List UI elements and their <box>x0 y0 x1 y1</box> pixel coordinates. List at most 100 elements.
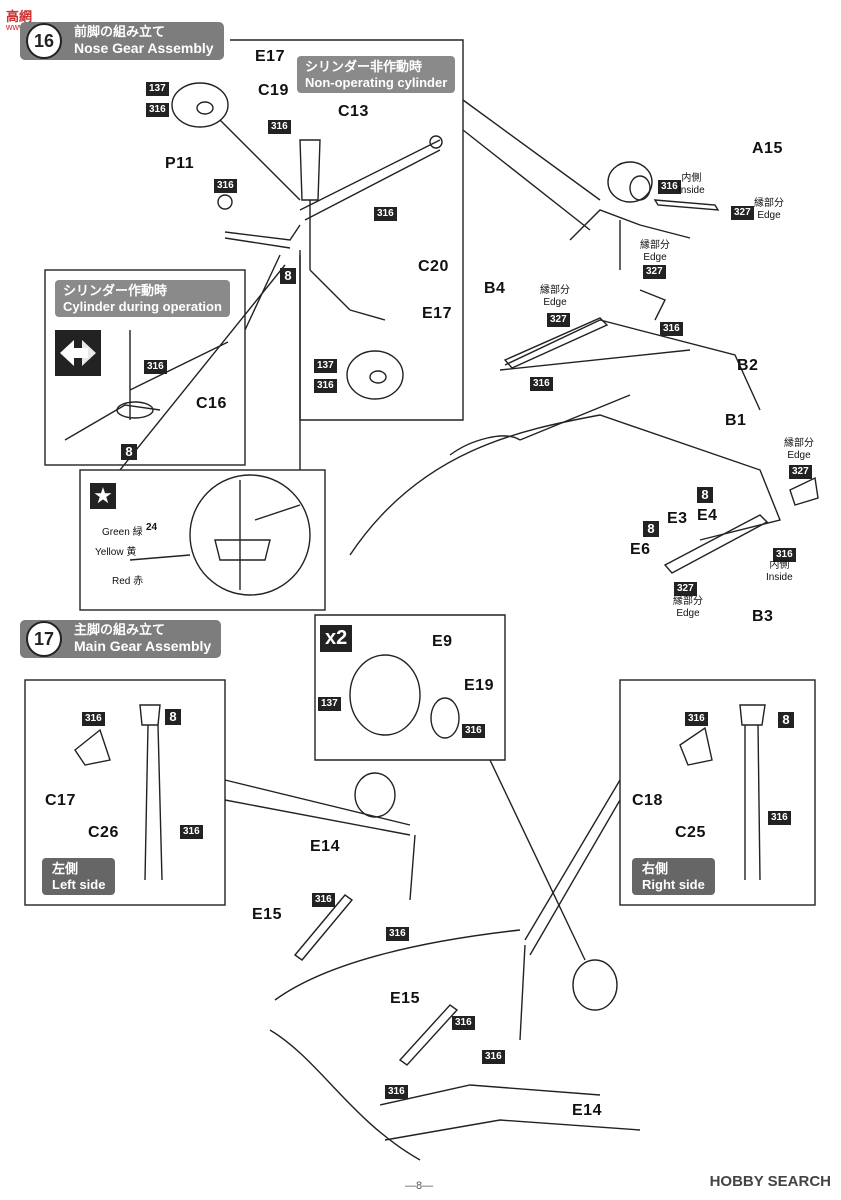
note-edge-b4-jp: 縁部分 <box>540 285 570 296</box>
part-c25: C25 <box>675 824 706 841</box>
paint-316-well: 316 <box>385 1085 408 1099</box>
paint-316-e15-upper: 316 <box>312 893 335 907</box>
paint-327-b4: 327 <box>547 313 570 327</box>
operating-label: シリンダー作動時 Cylinder during operation <box>55 280 230 318</box>
note-inside-a15-en: Inside <box>678 184 705 196</box>
note-edge-b2-en: Edge <box>643 251 667 263</box>
non-operating-label: シリンダー非作動時 Non-operating cylinder <box>297 56 456 94</box>
paint-316-wheel-bottom: 316 <box>314 379 337 393</box>
part-e6: E6 <box>630 541 651 558</box>
part-b4: B4 <box>484 280 506 297</box>
part-c17: C17 <box>45 792 76 809</box>
paint-316-c26: 316 <box>180 825 203 839</box>
part-e15-upper: E15 <box>252 906 282 923</box>
color-red-label: Red 赤 <box>112 576 144 587</box>
page-number: —8— <box>405 1180 434 1192</box>
part-e14-lower: E14 <box>572 1102 602 1119</box>
part-p11: P11 <box>165 155 195 172</box>
paint-316-p11: 316 <box>214 179 237 193</box>
paint-316-b3: 316 <box>773 548 796 562</box>
paint-316-a15: 316 <box>658 180 681 194</box>
note-edge-b2-jp: 縁部分 <box>640 240 670 251</box>
note-edge-a15: 縁部分 Edge <box>754 198 784 221</box>
part-c26: C26 <box>88 824 119 841</box>
right-side-label: 右側 Right side <box>632 858 715 896</box>
note-edge-b1: 縁部分 Edge <box>784 438 814 461</box>
paint-316-e15-lower: 316 <box>452 1016 475 1030</box>
step-16-title-jp: 前脚の組み立て <box>74 24 166 39</box>
paint-316-b2: 316 <box>660 322 683 336</box>
note-edge-b3-en: Edge <box>676 607 700 619</box>
operating-en: Cylinder during operation <box>63 298 222 314</box>
note-inside-b3-jp: 内側 <box>769 560 790 571</box>
step-16-number: 16 <box>26 23 62 60</box>
paint-316-c19: 316 <box>268 120 291 134</box>
part-b2: B2 <box>737 357 759 374</box>
paint-8-op: 8 <box>121 444 137 460</box>
paint-316-op: 316 <box>144 360 167 374</box>
left-side-label: 左側 Left side <box>42 858 116 896</box>
note-edge-b2: 縁部分 Edge <box>640 240 670 263</box>
step-17-header: 17 主脚の組み立て Main Gear Assembly <box>20 620 222 659</box>
site-logo: 高網 <box>6 9 33 24</box>
paint-327-b3: 327 <box>674 582 697 596</box>
part-c13: C13 <box>338 103 369 120</box>
note-edge-b1-jp: 縁部分 <box>784 438 814 449</box>
note-edge-b4: 縁部分 Edge <box>540 285 570 308</box>
paint-137-top: 137 <box>146 82 169 96</box>
operating-jp: シリンダー作動時 <box>63 283 168 298</box>
part-b1: B1 <box>725 412 747 429</box>
part-c19: C19 <box>258 82 289 99</box>
quantity-x2: x2 <box>320 625 353 652</box>
paint-8-strut: 8 <box>280 268 296 284</box>
part-e14-upper: E14 <box>310 838 340 855</box>
part-e19: E19 <box>464 677 494 694</box>
paint-8-c26: 8 <box>165 709 181 725</box>
left-side-en: Left side <box>52 876 106 892</box>
paint-316-e14-lower-strut: 316 <box>482 1050 505 1064</box>
step-17-title-jp: 主脚の組み立て <box>74 622 166 637</box>
paint-327-b1: 327 <box>789 465 812 479</box>
part-c18: C18 <box>632 792 663 809</box>
note-edge-b3-jp: 縁部分 <box>673 596 703 607</box>
left-side-jp: 左側 <box>52 861 79 876</box>
note-edge-a15-en: Edge <box>757 209 781 221</box>
right-side-en: Right side <box>642 876 705 892</box>
paint-137-e9: 137 <box>318 697 341 711</box>
paint-327-b2: 327 <box>643 265 666 279</box>
paint-316-strut: 316 <box>374 207 397 221</box>
paint-316-c18: 316 <box>685 712 708 726</box>
hobby-search-logo: HOBBY SEARCH <box>709 1173 831 1190</box>
paint-8-e6: 8 <box>643 521 659 537</box>
note-inside-b3: 内側 Inside <box>766 560 793 583</box>
note-inside-b3-en: Inside <box>766 571 793 583</box>
part-c20: C20 <box>418 258 449 275</box>
part-a15: A15 <box>752 140 783 157</box>
paint-316-e19: 316 <box>462 724 485 738</box>
paint-316-wheel-top: 316 <box>146 103 169 117</box>
part-e4: E4 <box>697 507 718 524</box>
step-16-title-en: Nose Gear Assembly <box>74 39 214 56</box>
note-edge-b4-en: Edge <box>543 296 567 308</box>
paint-316-b4: 316 <box>530 377 553 391</box>
star-icon: ★ <box>90 483 116 509</box>
paint-316-e14-upper: 316 <box>386 927 409 941</box>
part-e3: E3 <box>667 510 688 527</box>
non-operating-jp: シリンダー非作動時 <box>305 59 423 74</box>
non-operating-en: Non-operating cylinder <box>305 74 448 90</box>
color-green-label: Green 緑 <box>102 527 143 538</box>
part-e17-wheel-top: E17 <box>255 48 285 65</box>
part-c16: C16 <box>196 395 227 412</box>
part-e15-lower: E15 <box>390 990 420 1007</box>
paint-327-a15: 327 <box>731 206 754 220</box>
step-17-number: 17 <box>26 621 62 658</box>
color-yellow-label: Yellow 黄 <box>95 547 137 558</box>
note-edge-b3: 縁部分 Edge <box>673 596 703 619</box>
note-inside-a15-jp: 内側 <box>681 173 702 184</box>
part-b3: B3 <box>752 608 774 625</box>
note-inside-a15: 内側 Inside <box>678 173 705 196</box>
note-edge-a15-jp: 縁部分 <box>754 198 784 209</box>
step-17-title-en: Main Gear Assembly <box>74 637 212 654</box>
step-16-header: 16 前脚の組み立て Nose Gear Assembly <box>20 22 224 61</box>
